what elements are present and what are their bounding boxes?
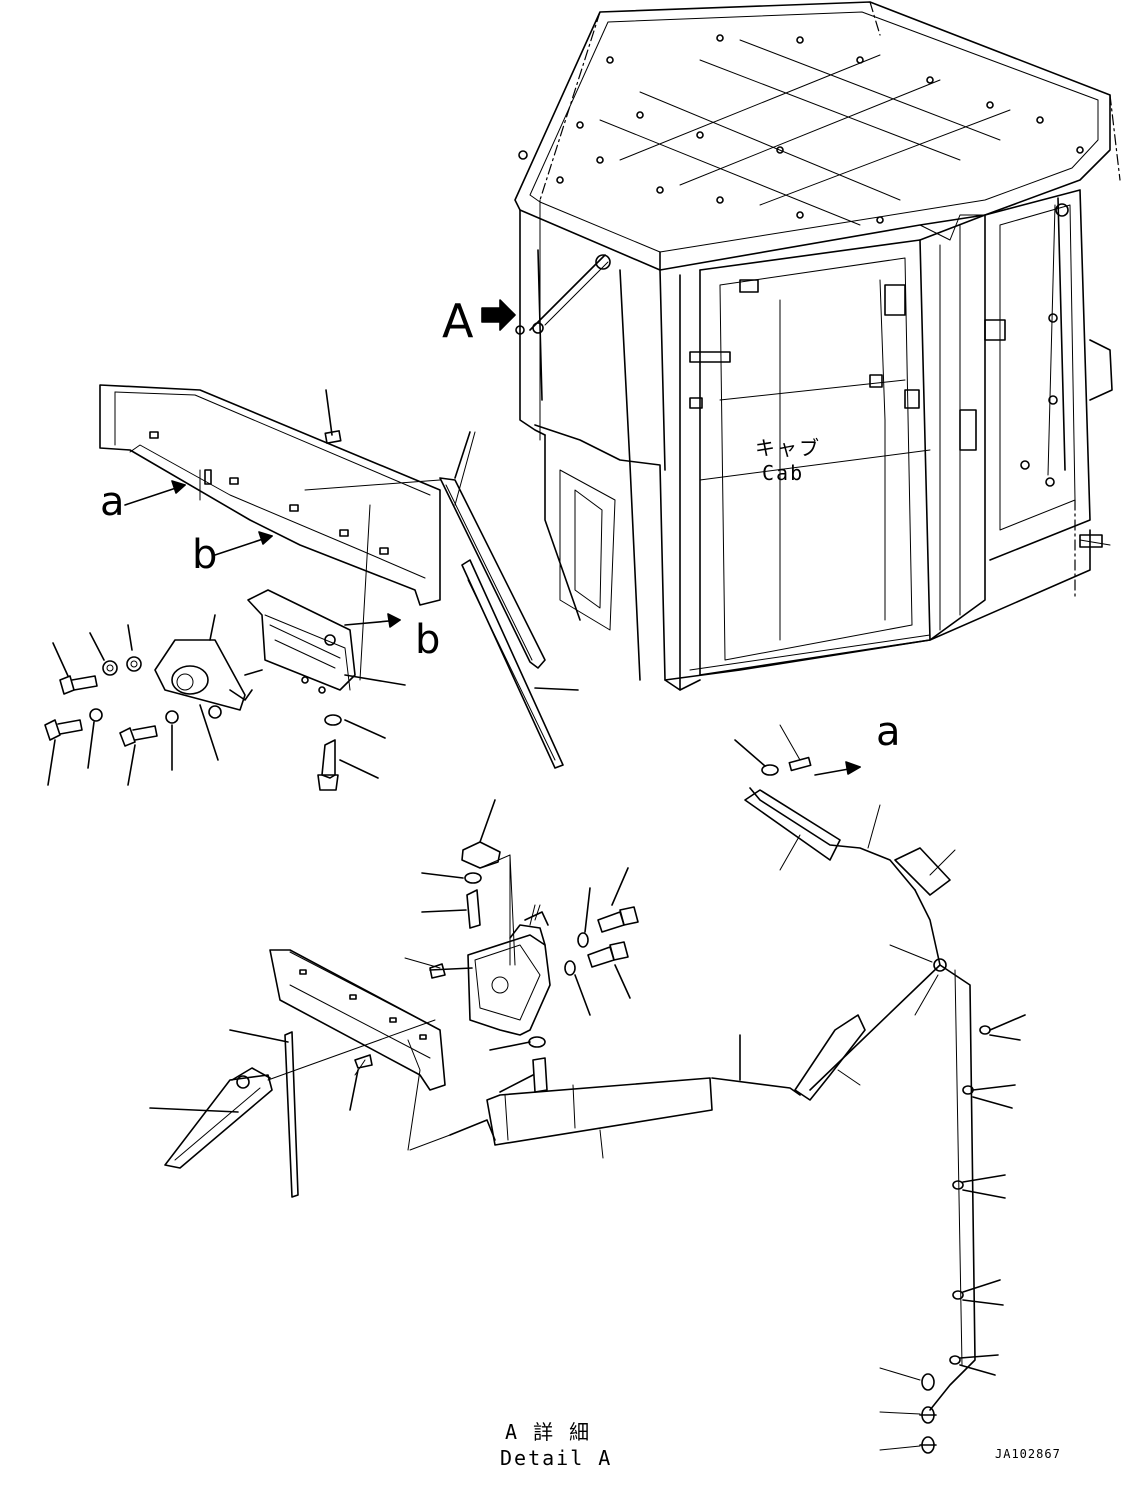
ref-a-left-label: a	[100, 479, 125, 525]
detail-en-label: Detail A	[500, 1446, 613, 1470]
cab-en-label: Cab	[762, 461, 805, 485]
ref-a-right-label: a	[876, 709, 901, 755]
drawing-code: JA102867	[995, 1447, 1061, 1461]
upper-wiper-assembly	[44, 384, 579, 791]
view-a-label: A	[442, 294, 474, 348]
view-arrow	[481, 299, 516, 331]
cab-frame	[514, 1, 1121, 691]
reference-arrows	[124, 480, 273, 556]
detail-jp-label: A 詳 細	[505, 1420, 592, 1444]
detail-a-assembly	[149, 724, 1026, 1454]
cab-jp-label: キャブ	[755, 436, 821, 460]
ref-b-right-label: b	[415, 617, 441, 663]
ref-b-left-label: b	[192, 532, 218, 578]
